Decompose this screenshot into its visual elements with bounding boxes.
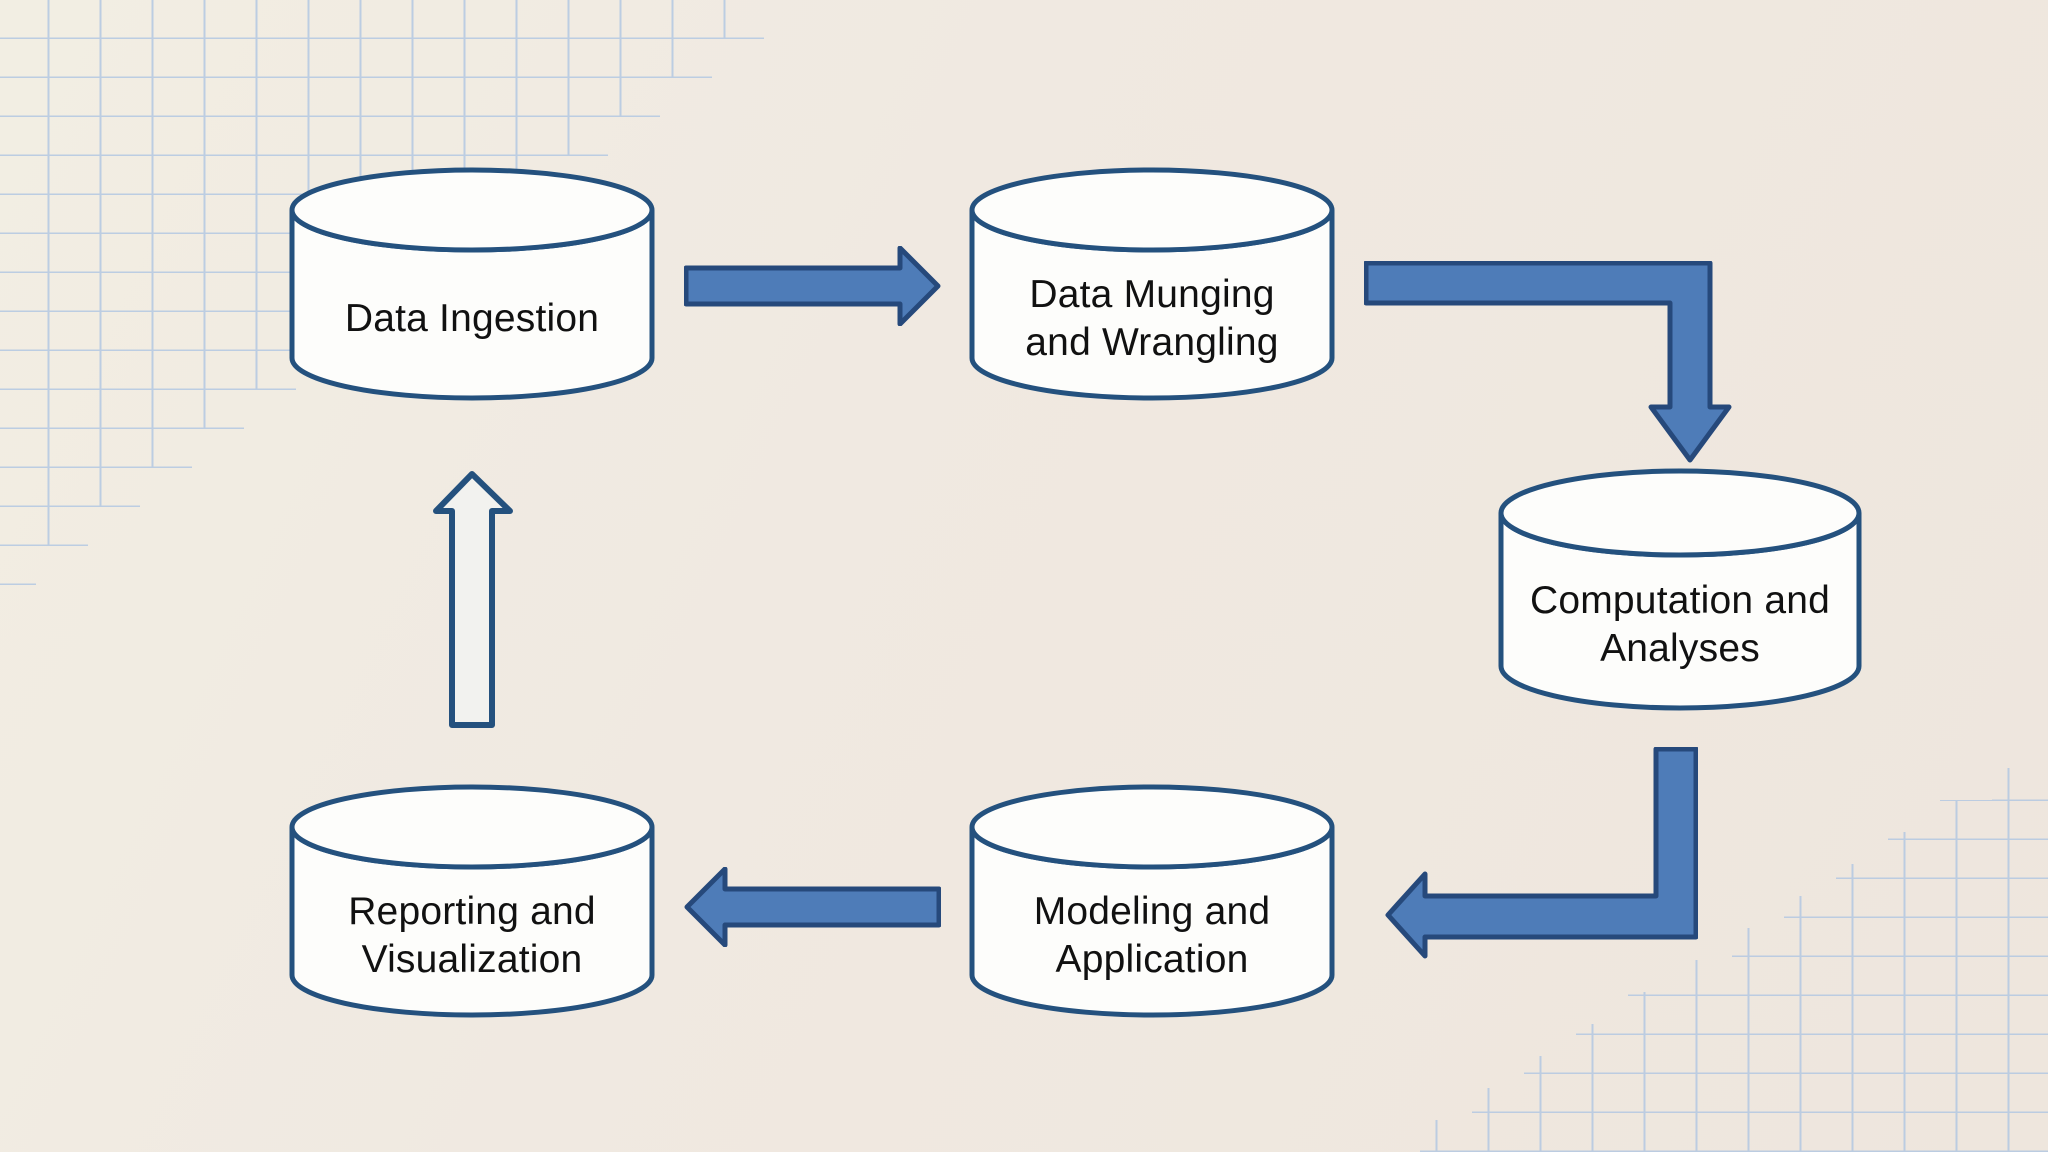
cylinder-shape xyxy=(289,167,655,401)
node-computation-analyses: Computation and Analyses xyxy=(1497,468,1863,712)
arrow-computation-to-modeling xyxy=(1385,747,1698,959)
node-label: Data Ingestion xyxy=(344,297,600,340)
arrow-ingestion-to-munging xyxy=(684,246,941,326)
node-label: Computation and Analyses xyxy=(1529,579,1831,670)
cylinder-shape xyxy=(289,784,655,1018)
node-label: Modeling and Application xyxy=(1033,890,1271,981)
cylinder-shape xyxy=(1498,468,1862,711)
node-label: Data Munging and Wrangling xyxy=(1025,273,1279,364)
arrow-munging-to-computation xyxy=(1364,261,1732,463)
cylinder-shape xyxy=(969,784,1335,1018)
node-data-munging: Data Munging and Wrangling xyxy=(968,167,1336,401)
node-data-ingestion: Data Ingestion xyxy=(288,167,656,401)
node-reporting-visualization: Reporting and Visualization xyxy=(288,784,656,1018)
arrow-reporting-to-ingestion xyxy=(433,471,513,728)
node-label: Reporting and Visualization xyxy=(348,890,596,981)
node-modeling-application: Modeling and Application xyxy=(968,784,1336,1018)
arrow-modeling-to-reporting xyxy=(684,867,941,947)
cylinder-shape xyxy=(969,167,1335,401)
